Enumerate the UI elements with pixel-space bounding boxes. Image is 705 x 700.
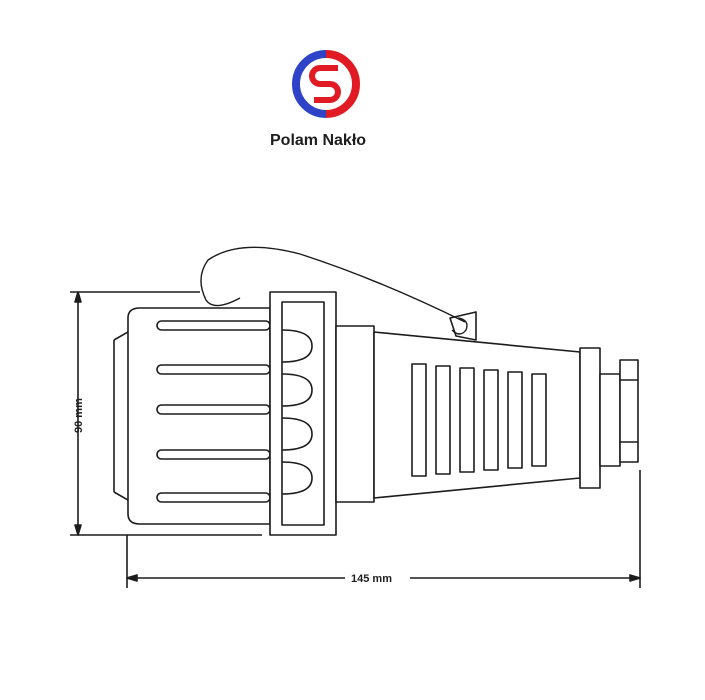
cap-strap — [200, 246, 466, 323]
length-dimension-label: 145 mm — [351, 573, 392, 585]
ring-notch-2 — [281, 373, 313, 407]
logo-red-arc — [325, 50, 360, 118]
front-face-top-edge — [113, 331, 129, 341]
logo-inner-s — [309, 65, 341, 103]
length-arrow-left — [126, 574, 138, 582]
body-grip-slots — [411, 363, 547, 477]
brand-name: Polam Nakło — [270, 132, 367, 149]
tapered-body — [373, 331, 581, 499]
ring-notch-3 — [281, 417, 313, 451]
cable-nut — [599, 373, 621, 467]
cable-nut-end — [619, 359, 639, 463]
brand-logo — [286, 44, 366, 124]
locking-ring — [269, 291, 337, 536]
collar — [335, 325, 375, 503]
rear-gland — [579, 347, 601, 489]
height-dimension-label: 90 mm — [73, 398, 85, 433]
length-arrow-right — [629, 574, 641, 582]
height-arrow-top — [74, 291, 82, 303]
ring-notch-4 — [281, 461, 313, 495]
locking-ring-inner — [281, 301, 325, 526]
logo-blue-arc — [292, 50, 327, 118]
height-arrow-bottom — [74, 524, 82, 536]
front-cap-body — [127, 307, 271, 525]
front-face-bottom-edge — [113, 491, 129, 501]
logo-mark — [292, 50, 360, 118]
ring-notch-1 — [281, 329, 313, 363]
